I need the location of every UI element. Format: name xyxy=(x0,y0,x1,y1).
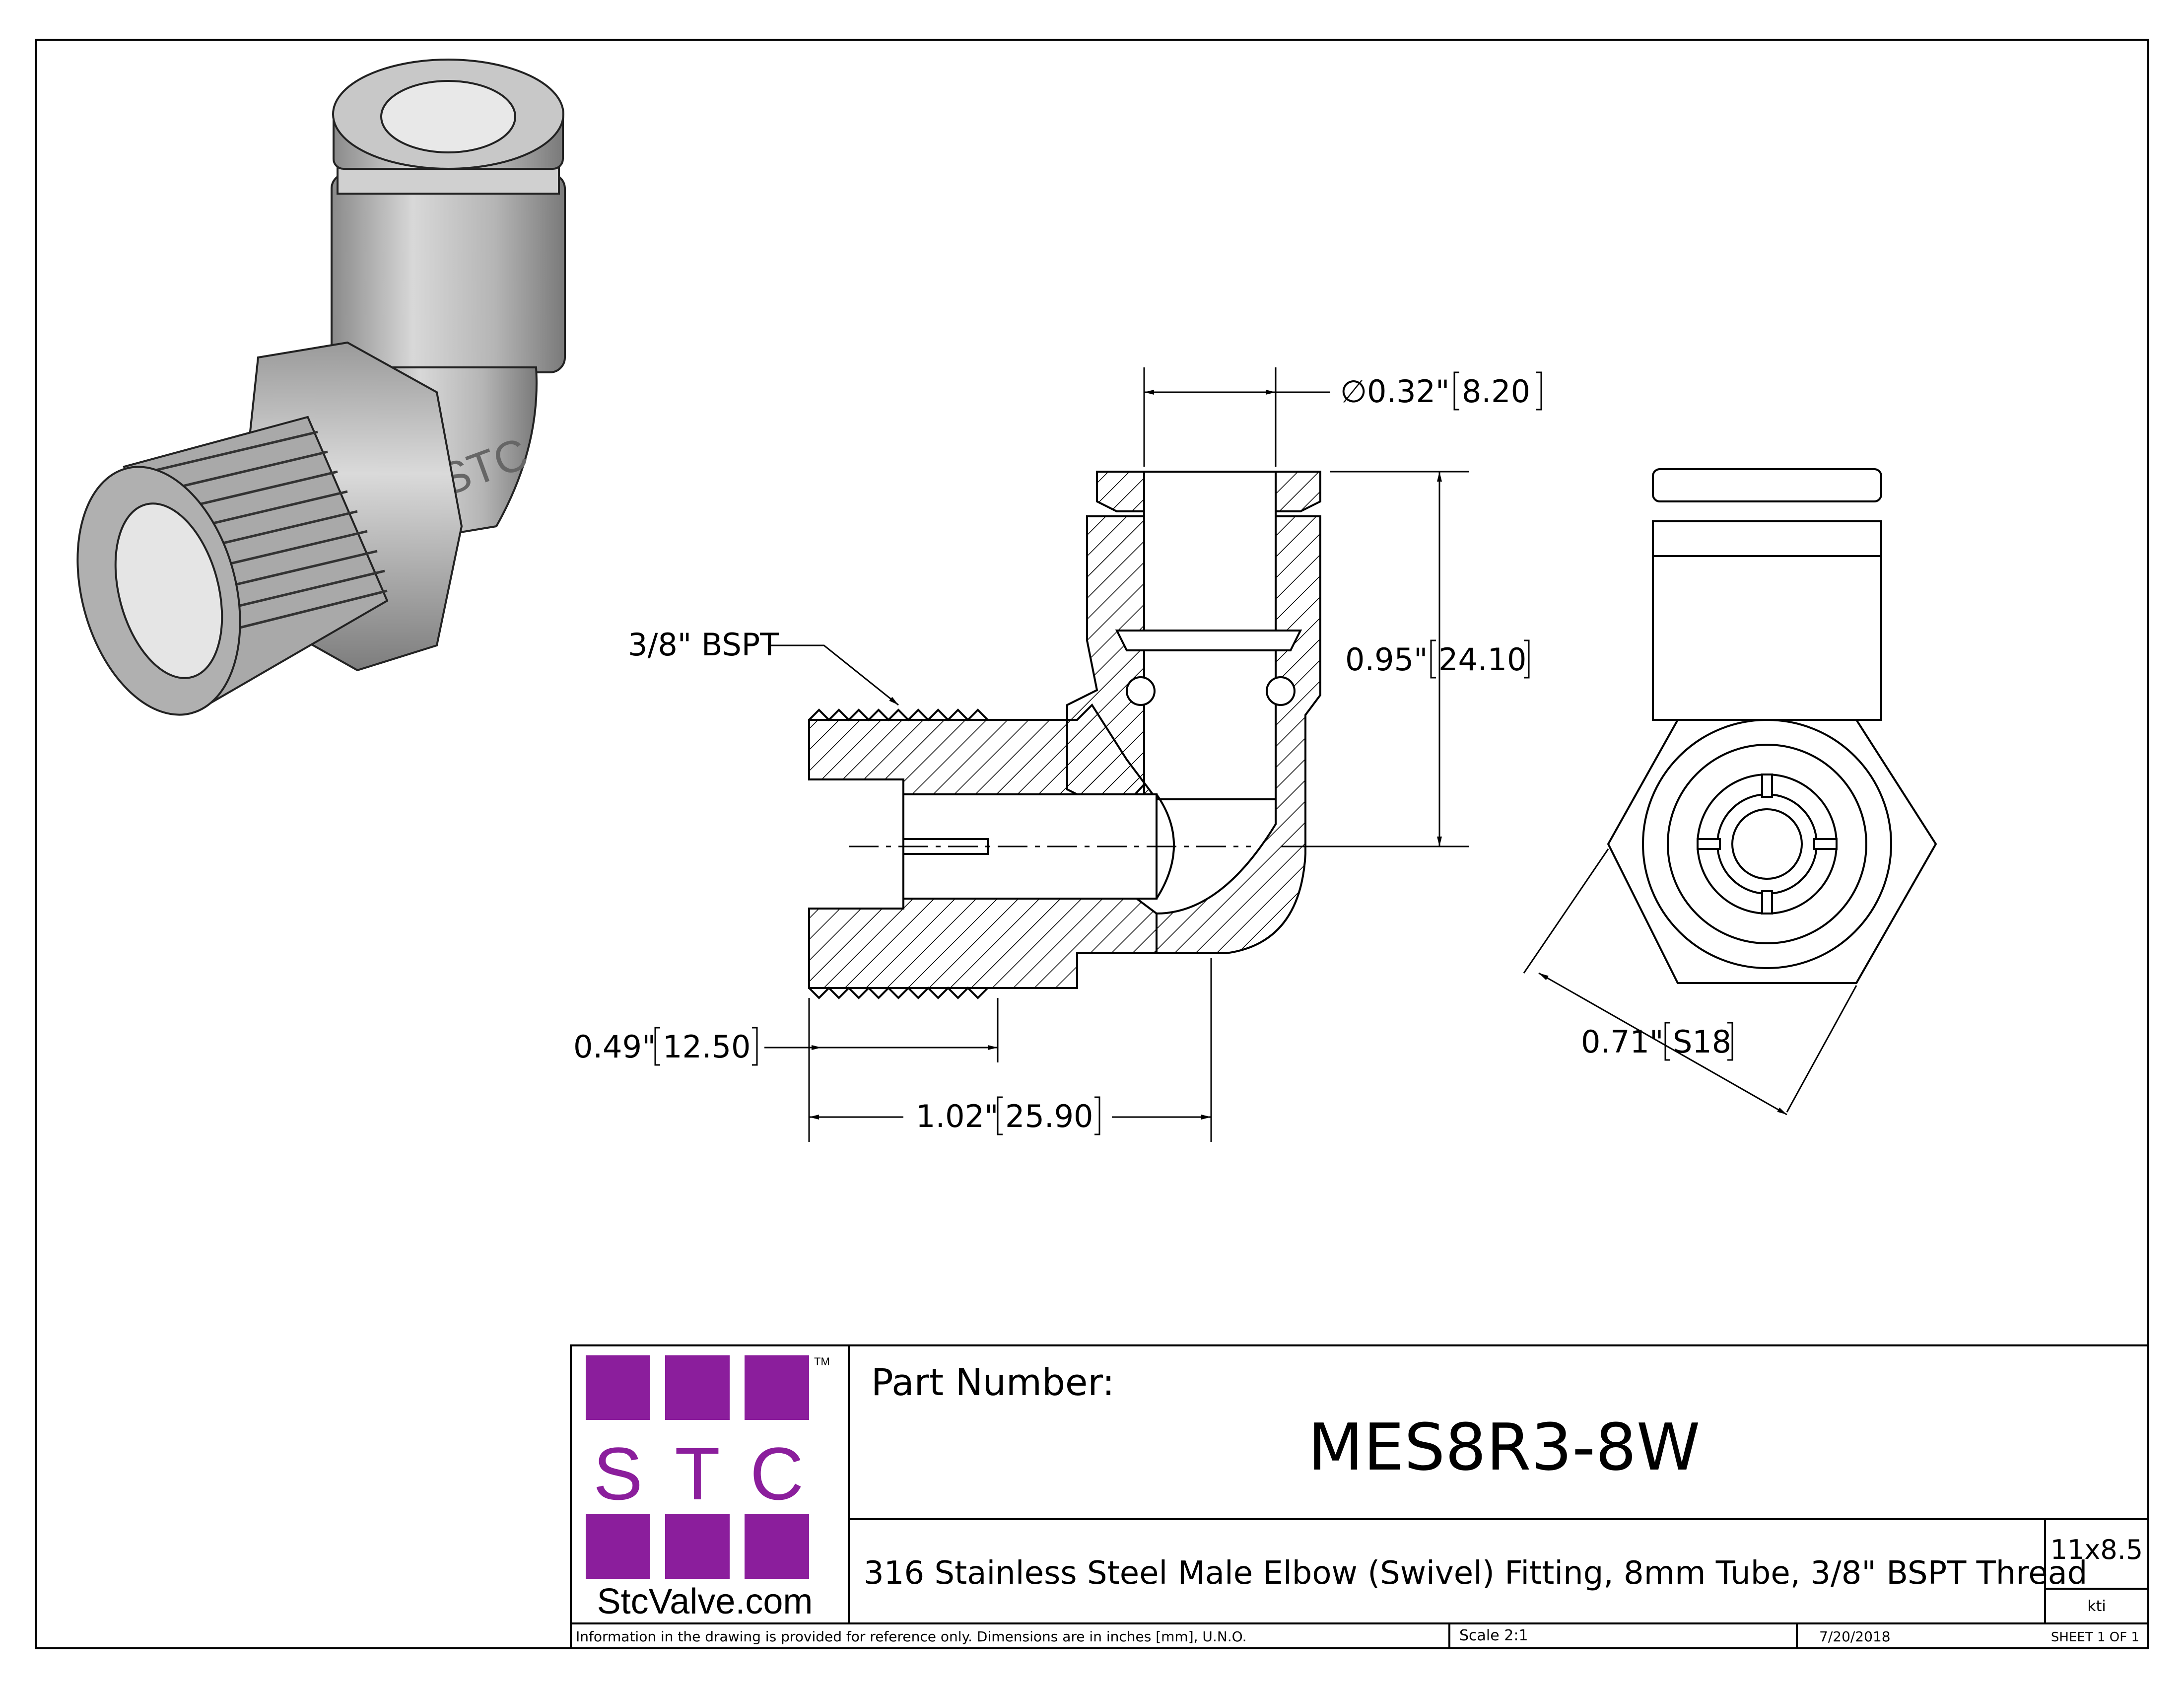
section-collet xyxy=(1115,630,1302,651)
reference-note: Information in the drawing is provided f… xyxy=(576,1628,1246,1645)
iso-collet-body xyxy=(331,173,566,373)
section-elbow-curve xyxy=(1156,793,1175,900)
dim-thread-len-mm: 12.50 xyxy=(663,1029,751,1065)
sheet-number: SHEET 1 OF 1 xyxy=(2051,1630,2139,1645)
stc-logo: S T C TM StcValve.com xyxy=(586,1355,830,1621)
scale: Scale 2:1 xyxy=(1459,1627,1528,1644)
logo-letter-c: C xyxy=(750,1432,804,1515)
dim-height-mm: 24.10 xyxy=(1438,641,1527,678)
dim-total-len: 1.02" xyxy=(916,1098,999,1134)
dim-thread-len: 0.49" xyxy=(573,1029,656,1065)
end-view-bore xyxy=(1731,808,1803,880)
part-description: 316 Stainless Steel Male Elbow (Swivel) … xyxy=(864,1555,2087,1592)
iso-collet-bore xyxy=(380,80,516,153)
end-view-ring xyxy=(1652,520,1882,557)
section-thread-teeth-top xyxy=(808,708,989,721)
thread-callout: 3/8" BSPT xyxy=(628,627,779,663)
iso-view: STC xyxy=(76,59,566,716)
end-view-cap xyxy=(1652,468,1882,502)
dim-tube-od: ∅0.32" xyxy=(1340,373,1450,410)
section-body-right xyxy=(1156,515,1321,954)
dim-total-len-mm: 25.90 xyxy=(1005,1098,1093,1134)
logo-letter-t: T xyxy=(675,1432,720,1515)
dimension-text: ∅0.32" 8.20 0.95" 24.10 3/8" BSPT 0.49" … xyxy=(573,371,1733,1135)
drawn-by: kti xyxy=(2087,1598,2106,1615)
logo-trademark: TM xyxy=(814,1355,830,1368)
part-number: MES8R3-8W xyxy=(1308,1409,1701,1485)
dim-hex: 0.71" xyxy=(1581,1024,1664,1060)
part-number-label: Part Number: xyxy=(871,1361,1115,1404)
section-oring-left xyxy=(1126,676,1156,706)
end-view xyxy=(1607,468,1937,984)
sheet-size: 11x8.5 xyxy=(2050,1534,2143,1565)
dim-tube-od-mm: 8.20 xyxy=(1462,373,1530,410)
logo-website: StcValve.com xyxy=(597,1582,813,1621)
dim-height: 0.95" xyxy=(1345,641,1428,678)
section-oring-right xyxy=(1266,676,1296,706)
title-block-text: Part Number: MES8R3-8W 316 Stainless Ste… xyxy=(576,1361,2143,1645)
dim-hex-mm: S18 xyxy=(1673,1024,1731,1060)
title-block xyxy=(570,1344,2149,1649)
section-thread-lower xyxy=(808,898,1158,989)
dimension-lines xyxy=(764,367,1857,1142)
date: 7/20/2018 xyxy=(1819,1628,1891,1645)
section-view xyxy=(808,471,1321,999)
end-view-body xyxy=(1652,555,1882,721)
section-thread-teeth-bottom xyxy=(808,986,989,999)
logo-letter-s: S xyxy=(593,1432,643,1515)
iso-thread-bore xyxy=(114,502,223,679)
